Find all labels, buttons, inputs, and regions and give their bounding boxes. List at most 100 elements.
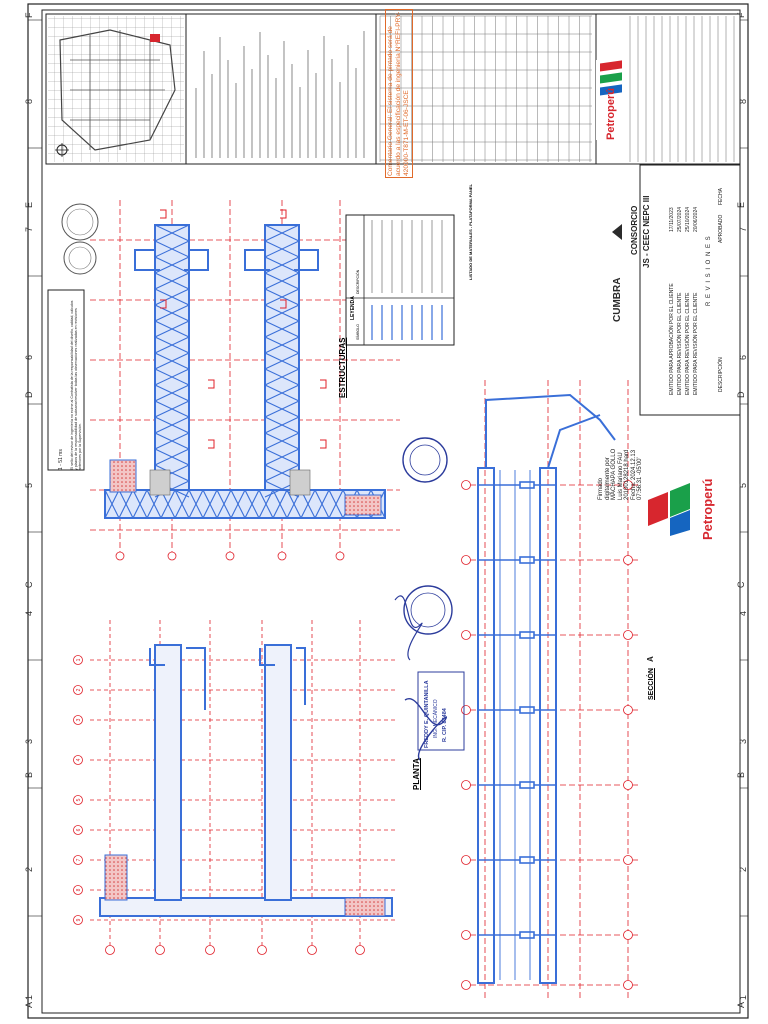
cumbra-logo <box>612 224 622 240</box>
axis-bubble <box>115 551 125 561</box>
section-cut-mark <box>280 209 287 219</box>
plan-axis-bubble <box>257 945 267 955</box>
border-column-number: 6 <box>738 355 748 360</box>
beam-truss-member <box>188 489 204 519</box>
border-column-number: 1 <box>738 995 748 1000</box>
revision-description: EMITIDO PARA REVISIÓN POR EL CLIENTE <box>677 292 683 395</box>
outer-frame <box>27 3 749 1019</box>
plan-axis-bubble <box>73 685 83 695</box>
plan-axis-number: 8 <box>76 888 82 891</box>
petroperu-logo-large <box>648 483 690 536</box>
plan-axis-number: 5 <box>76 798 82 801</box>
general-notes-block <box>185 13 377 165</box>
engineer-stamp-cip: R. CIP. 83484 <box>442 708 448 742</box>
leg-truss-member <box>264 240 300 258</box>
border-row-letter: D <box>736 391 746 398</box>
site-location-marker <box>150 34 160 42</box>
section-column-plate <box>519 856 535 864</box>
section-axis-bubble <box>623 630 633 640</box>
section-column-plate <box>519 781 535 789</box>
section-axis-bubble <box>461 855 471 865</box>
beam-truss-member <box>244 489 260 519</box>
section-axis-bubble <box>623 480 633 490</box>
border-row-letter: A <box>736 1002 746 1008</box>
section-axis-bubble <box>623 705 633 715</box>
section-axis-bubble <box>461 980 471 990</box>
leg-truss-member <box>154 432 190 450</box>
leg-truss-member <box>264 432 300 450</box>
section-axis-bubble <box>623 555 633 565</box>
engineer-stamp-role: ING. MECÁNICO <box>433 699 439 738</box>
plan-axis-bubble <box>105 945 115 955</box>
leg-truss-member <box>264 352 300 370</box>
engineer-rect-stamp <box>404 671 465 761</box>
revision-date: 25/10/2024 <box>685 206 691 232</box>
leg-truss-member <box>154 448 190 466</box>
border-column-number: 7 <box>738 227 748 232</box>
revision-date: 20/06/2024 <box>693 206 699 232</box>
beam-truss-member <box>104 489 120 519</box>
section-axis-bubble <box>461 555 471 565</box>
section-axis-bubble <box>461 630 471 640</box>
leg-truss-member <box>264 336 300 354</box>
leg-truss-member <box>154 368 190 386</box>
leg-truss-member <box>154 416 190 434</box>
border-column-number: 2 <box>738 867 748 872</box>
border-row-letter: C <box>736 581 746 588</box>
section-axis-bubble <box>461 480 471 490</box>
leg-truss-member <box>264 384 300 402</box>
plan-axis-number: 6 <box>76 828 82 831</box>
leg-truss-member <box>264 224 300 242</box>
border-column-number: 4 <box>738 611 748 616</box>
approval-stamp-bottom <box>63 241 97 275</box>
border-column-number: 2 <box>24 867 34 872</box>
plan-axis-bubble <box>73 655 83 665</box>
inner-frame <box>41 9 741 1014</box>
border-row-letter: F <box>24 12 34 18</box>
revision-description: EMITIDO PARA REVISIÓN POR EL CLIENTE <box>685 292 691 395</box>
border-column-number: 8 <box>738 99 748 104</box>
plan-axis-bubble <box>73 825 83 835</box>
location-key-map <box>45 13 187 165</box>
section-title: SECCIÓN <box>648 668 655 700</box>
plan-axis-bubble <box>73 715 83 725</box>
section-column-plate <box>519 556 535 564</box>
leg-truss-member <box>154 240 190 258</box>
revision-description: EMITIDO PARA APROBACIÓN POR EL CLIENTE <box>669 283 675 395</box>
leg-truss-member <box>264 320 300 338</box>
leg-truss-member <box>264 272 300 290</box>
plan-axis-number: 1 <box>76 658 82 661</box>
leg-truss-member <box>264 464 300 482</box>
review-note-box <box>47 289 85 471</box>
plan-axis-bubble <box>307 945 317 955</box>
section-column-plate <box>519 481 535 489</box>
review-box-text: El sello del revisor de ingeniería no ex… <box>70 300 83 470</box>
structures-view-title: ESTRUCTURAS <box>338 337 347 398</box>
axis-bubble <box>167 551 177 561</box>
section-column-plate <box>519 706 535 714</box>
revisions-label: R E V I S I O N E S <box>706 235 712 306</box>
border-column-number: 7 <box>24 227 34 232</box>
border-row-letter: D <box>24 391 34 398</box>
revision-row: EMITIDO PARA REVISIÓN POR EL CLIENTE <box>685 292 691 395</box>
plan-axis-bubble <box>73 755 83 765</box>
revisions-description-header: DESCRIPCIÓN <box>718 357 724 392</box>
leg-truss-member <box>264 304 300 322</box>
leg-truss-member <box>264 448 300 466</box>
section-column-plate <box>519 931 535 939</box>
border-column-number: 4 <box>24 611 34 616</box>
beam-truss-member <box>272 489 288 519</box>
section-axis-bubble <box>623 930 633 940</box>
legend-description-header: DESCRIPCIÓN <box>356 269 360 294</box>
leg-truss-member <box>264 256 300 274</box>
leg-truss-member <box>154 224 190 242</box>
engineer-seal-round <box>402 437 448 483</box>
leg-truss-member <box>264 288 300 306</box>
leg-truss-member <box>264 368 300 386</box>
section-cut-mark <box>320 439 327 449</box>
leg-truss-member <box>264 400 300 418</box>
plan-axis-number: 4 <box>76 758 82 761</box>
section-axis-bubble <box>623 980 633 990</box>
legend-box <box>345 214 455 346</box>
